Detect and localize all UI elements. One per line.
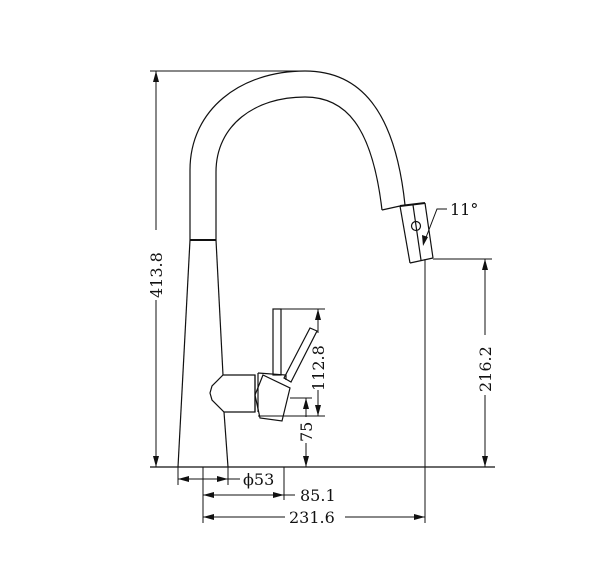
dim-handle-reach: 85.1 bbox=[202, 467, 336, 523]
handle-lever bbox=[272, 308, 318, 383]
dim-overall-height: 413.8 bbox=[147, 70, 305, 467]
dim-handle-height: 112.8 bbox=[258, 308, 328, 417]
label-handle-height: 112.8 bbox=[309, 345, 328, 391]
tap-body bbox=[177, 70, 406, 468]
dim-base-diameter: ϕ53 bbox=[177, 467, 274, 489]
dim-handle-base-height: 75 bbox=[290, 397, 316, 467]
spray-head bbox=[381, 202, 434, 264]
label-handle-base-height: 75 bbox=[297, 422, 316, 442]
dim-spout-height: 216.2 bbox=[433, 258, 495, 467]
label-base-diameter: ϕ53 bbox=[243, 470, 274, 489]
label-spout-reach: 231.6 bbox=[289, 508, 335, 527]
dim-spray-angle: 11° bbox=[422, 200, 478, 246]
handle-hub bbox=[209, 372, 291, 422]
label-spout-height: 216.2 bbox=[476, 346, 495, 392]
label-handle-reach: 85.1 bbox=[300, 486, 336, 505]
label-overall-height: 413.8 bbox=[147, 252, 166, 298]
label-spray-angle: 11° bbox=[450, 200, 478, 219]
dim-spout-reach: 231.6 bbox=[203, 259, 426, 527]
